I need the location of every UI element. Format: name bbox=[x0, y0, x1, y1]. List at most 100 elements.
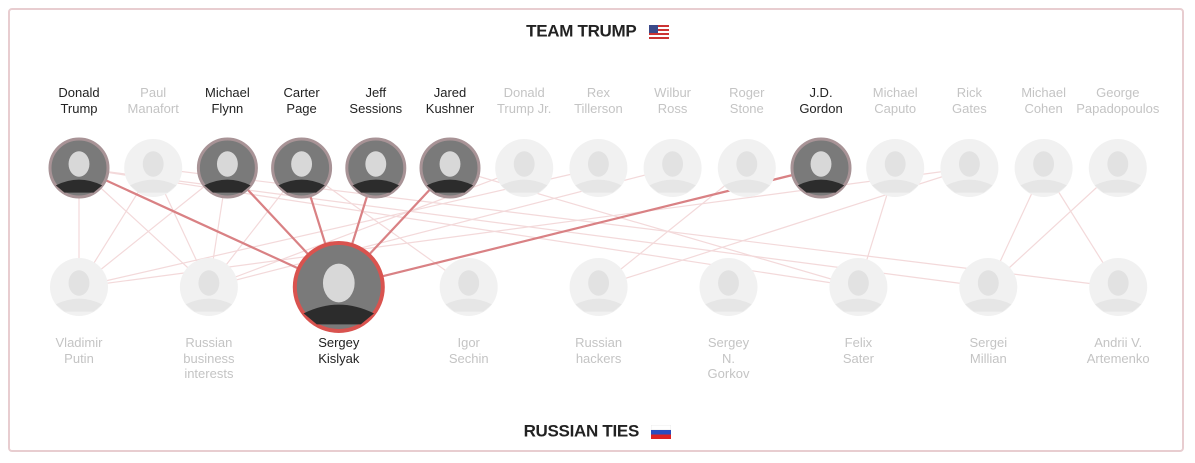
team-name-label[interactable]: J.D.Gordon bbox=[771, 85, 871, 116]
portrait-head-icon bbox=[322, 263, 355, 303]
russia-node[interactable] bbox=[829, 258, 888, 316]
diagram-frame bbox=[8, 8, 1184, 452]
portrait-head-icon bbox=[736, 151, 758, 177]
russia-node[interactable] bbox=[179, 258, 238, 316]
russia-node[interactable] bbox=[439, 258, 498, 316]
name-line: Donald bbox=[58, 85, 100, 100]
team-node[interactable] bbox=[940, 139, 999, 197]
name-line: Tillerson bbox=[574, 100, 623, 116]
name-line: Donald bbox=[503, 85, 545, 100]
name-line: Papadopoulos bbox=[1076, 100, 1160, 116]
name-line: Manafort bbox=[127, 100, 179, 116]
team-node[interactable] bbox=[124, 139, 183, 197]
team-trump-heading: TEAM TRUMP bbox=[0, 20, 1195, 43]
portrait-head-icon bbox=[216, 151, 238, 177]
name-line: Ross bbox=[657, 100, 688, 116]
portrait-body-icon bbox=[946, 179, 993, 193]
name-line: Russian bbox=[185, 335, 233, 350]
portrait-head-icon bbox=[1107, 270, 1129, 296]
name-line: Sechin bbox=[448, 350, 489, 366]
russia-node[interactable] bbox=[959, 258, 1018, 316]
team-node[interactable] bbox=[569, 139, 628, 197]
portrait-body-icon bbox=[204, 179, 251, 193]
name-line: Cohen bbox=[1024, 100, 1063, 116]
us-flag-icon bbox=[648, 24, 669, 39]
portrait-head-icon bbox=[365, 151, 387, 177]
portrait-body-icon bbox=[797, 179, 845, 193]
name-line: Roger bbox=[729, 85, 765, 100]
portrait-head-icon bbox=[587, 151, 609, 177]
russia-node[interactable] bbox=[292, 241, 385, 333]
russian-ties-heading: RUSSIAN TIES bbox=[0, 420, 1195, 443]
portrait-body-icon bbox=[1020, 179, 1067, 193]
portrait-head-icon bbox=[1107, 151, 1129, 177]
team-node[interactable] bbox=[495, 139, 554, 197]
portrait-body-icon bbox=[575, 298, 622, 312]
team-node[interactable] bbox=[48, 137, 110, 199]
connection-line bbox=[301, 167, 470, 288]
name-line: Kislyak bbox=[318, 350, 360, 366]
team-node[interactable] bbox=[790, 137, 852, 199]
team-node[interactable] bbox=[271, 137, 333, 199]
name-line: Vladimir bbox=[55, 335, 103, 350]
portrait-head-icon bbox=[198, 270, 220, 296]
portrait-head-icon bbox=[68, 270, 90, 296]
team-node[interactable] bbox=[866, 139, 925, 197]
connection-line bbox=[78, 166, 340, 289]
portrait-head-icon bbox=[847, 270, 869, 296]
connection-line bbox=[598, 167, 748, 288]
team-node[interactable] bbox=[419, 137, 481, 199]
portrait-head-icon bbox=[439, 151, 461, 177]
russia-node[interactable] bbox=[50, 258, 108, 316]
team-node[interactable] bbox=[196, 137, 258, 199]
name-line: Paul bbox=[140, 85, 167, 100]
portrait-body-icon bbox=[872, 179, 919, 193]
portrait-body-icon bbox=[130, 179, 177, 193]
portrait-body-icon bbox=[185, 298, 233, 312]
name-line: Michael bbox=[204, 85, 250, 100]
portrait-head-icon bbox=[142, 151, 164, 177]
name-line: Sergey bbox=[318, 335, 360, 350]
name-line: Sergei bbox=[969, 335, 1008, 350]
name-line: Carter bbox=[283, 85, 320, 100]
name-line: Rick bbox=[956, 85, 983, 100]
name-line: Russian bbox=[575, 335, 623, 350]
portrait-body-icon bbox=[1094, 179, 1141, 193]
name-line: N. bbox=[722, 350, 735, 366]
portrait-body-icon bbox=[501, 179, 548, 193]
team-node[interactable] bbox=[643, 139, 702, 197]
russia-node[interactable] bbox=[699, 258, 758, 316]
name-line: Felix bbox=[844, 335, 873, 350]
team-node[interactable] bbox=[1088, 139, 1147, 197]
team-node[interactable] bbox=[1014, 139, 1073, 197]
russia-node[interactable] bbox=[1089, 258, 1148, 316]
russia-name-label[interactable]: Andrii V.Artemenko bbox=[1068, 335, 1168, 366]
russia-node[interactable] bbox=[569, 258, 628, 316]
team-node[interactable] bbox=[717, 139, 776, 197]
team-node[interactable] bbox=[345, 137, 407, 199]
name-line: George bbox=[1096, 85, 1140, 100]
